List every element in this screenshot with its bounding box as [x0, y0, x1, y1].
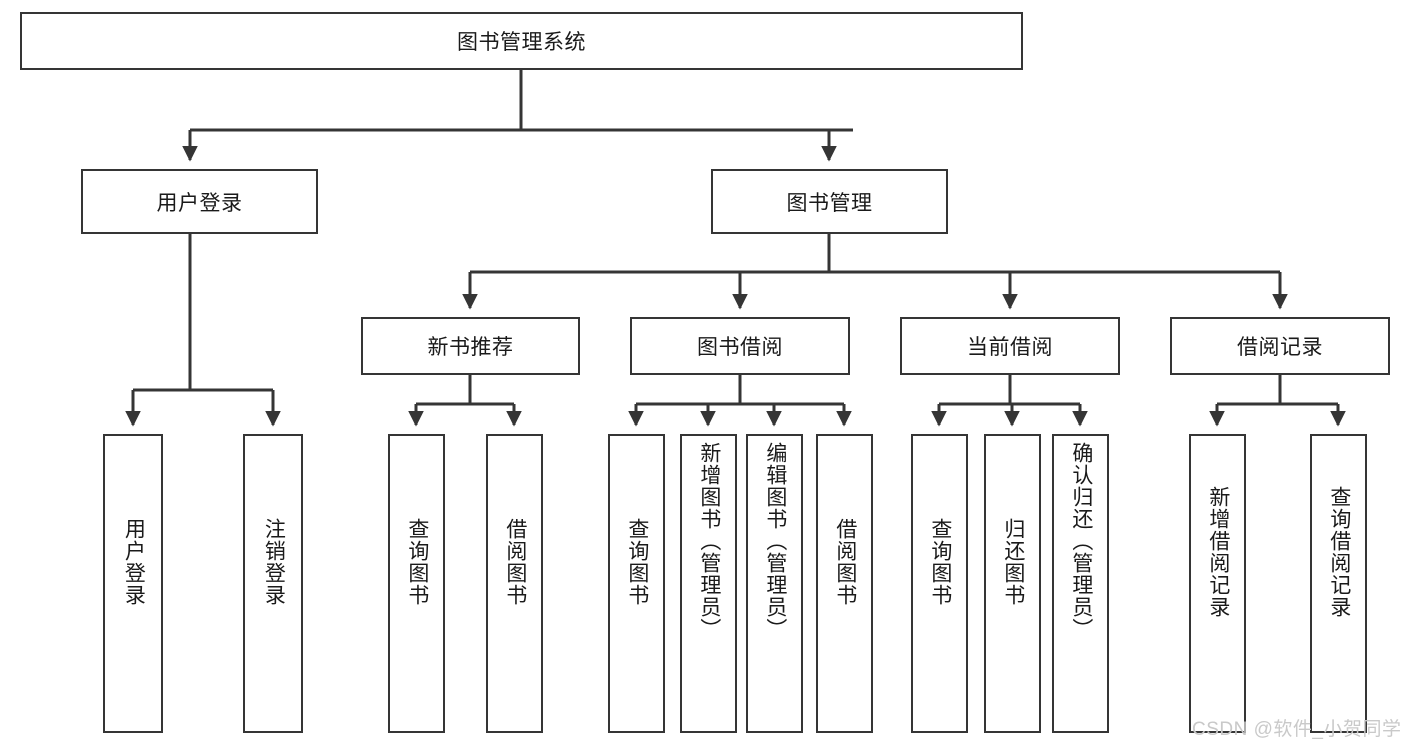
leaf-borrow-book[interactable]: 借阅图书	[816, 434, 873, 733]
leaf-add-borrow-record[interactable]: 新增借阅记录	[1189, 434, 1246, 733]
node-root[interactable]: 图书管理系统	[20, 12, 1023, 70]
node-new-book-recommend[interactable]: 新书推荐	[361, 317, 580, 375]
node-label: 用户登录	[156, 191, 243, 215]
leaf-label: 查询图书	[928, 518, 952, 606]
node-label: 图书借阅	[697, 336, 783, 359]
leaf-label: 借阅图书	[833, 518, 857, 606]
leaf-query-book-current[interactable]: 查询图书	[911, 434, 968, 733]
leaf-label: 新增借阅记录	[1206, 486, 1230, 618]
node-user-login[interactable]: 用户登录	[81, 169, 318, 234]
node-label: 新书推荐	[427, 336, 514, 359]
leaf-label: 归还图书	[1001, 518, 1025, 606]
leaf-label: 查询图书	[625, 518, 649, 606]
node-current-borrow[interactable]: 当前借阅	[900, 317, 1120, 375]
leaf-label: 查询借阅记录	[1327, 486, 1351, 618]
node-label: 图书管理	[786, 191, 873, 215]
node-label: 图书管理系统	[457, 31, 586, 54]
leaf-label: 新增图书（管理员）	[697, 442, 721, 640]
leaf-label: 借阅图书	[503, 518, 527, 606]
node-book-borrow[interactable]: 图书借阅	[630, 317, 850, 375]
node-label: 当前借阅	[967, 336, 1053, 359]
leaf-label: 注销登录	[262, 518, 286, 606]
leaf-label: 确认归还（管理员）	[1069, 442, 1093, 640]
node-book-management[interactable]: 图书管理	[711, 169, 948, 234]
leaf-query-borrow-record[interactable]: 查询借阅记录	[1310, 434, 1367, 733]
leaf-confirm-return-admin[interactable]: 确认归还（管理员）	[1052, 434, 1109, 733]
node-label: 借阅记录	[1237, 336, 1323, 359]
leaf-label: 查询图书	[405, 518, 429, 606]
leaf-query-book-borrow[interactable]: 查询图书	[608, 434, 665, 733]
leaf-logout[interactable]: 注销登录	[243, 434, 303, 733]
leaf-return-book[interactable]: 归还图书	[984, 434, 1041, 733]
leaf-label: 编辑图书（管理员）	[763, 442, 787, 640]
leaf-add-book-admin[interactable]: 新增图书（管理员）	[680, 434, 737, 733]
leaf-user-login[interactable]: 用户登录	[103, 434, 163, 733]
leaf-edit-book-admin[interactable]: 编辑图书（管理员）	[746, 434, 803, 733]
leaf-query-book-recommend[interactable]: 查询图书	[388, 434, 445, 733]
leaf-borrow-book-recommend[interactable]: 借阅图书	[486, 434, 543, 733]
leaf-label: 用户登录	[122, 518, 146, 606]
node-borrow-record[interactable]: 借阅记录	[1170, 317, 1390, 375]
watermark: CSDN @软件_小贺同学	[1192, 719, 1402, 740]
